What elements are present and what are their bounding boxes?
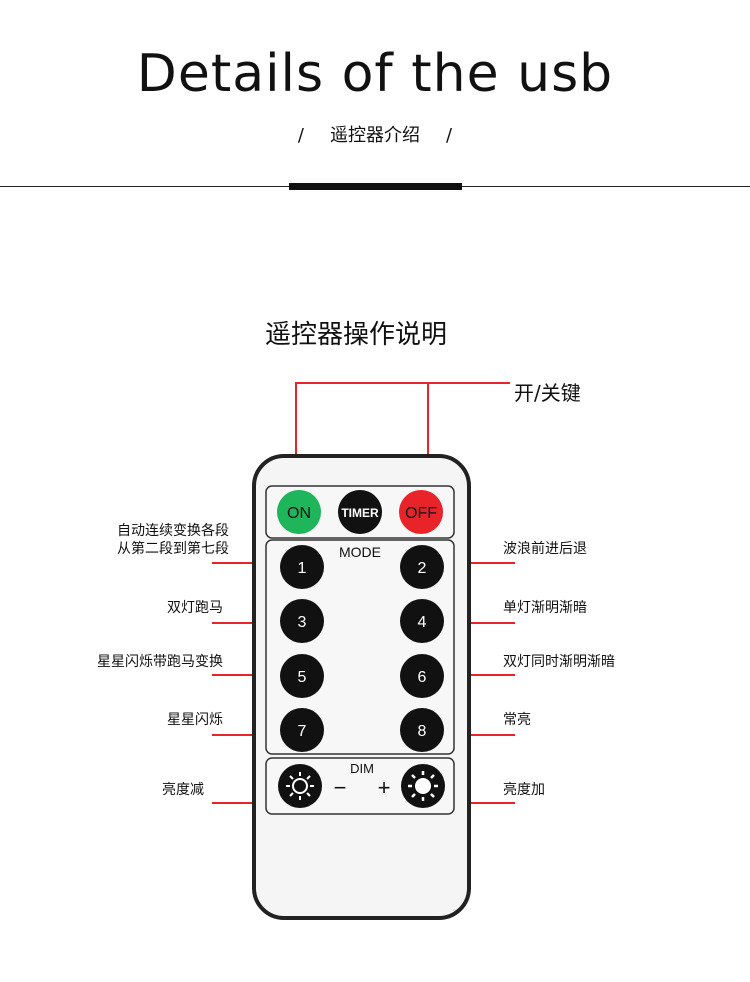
subtitle-slash-right: / bbox=[446, 125, 453, 146]
section-title: 遥控器操作说明 bbox=[264, 320, 447, 350]
svg-text:8: 8 bbox=[418, 723, 427, 740]
page-title: Details of the usb bbox=[136, 44, 614, 104]
label-mode-2: 波浪前进后退 bbox=[503, 541, 587, 557]
dim-minus-button bbox=[278, 764, 322, 808]
subtitle-text: 遥控器介绍 bbox=[330, 125, 420, 146]
page-subtitle: / 遥控器介绍 / bbox=[0, 121, 750, 147]
label-mode-7: 星星闪烁 bbox=[167, 712, 223, 728]
mode-button-2: 2 bbox=[400, 545, 444, 589]
sun-filled-icon bbox=[415, 778, 431, 794]
timer-button: TIMER bbox=[338, 490, 382, 534]
svg-text:1: 1 bbox=[298, 560, 307, 577]
mode-button-7: 7 bbox=[280, 708, 324, 752]
sun-rays-bright-icon bbox=[408, 771, 438, 801]
label-mode-6: 双灯同时渐明渐暗 bbox=[503, 654, 615, 670]
svg-text:7: 7 bbox=[298, 723, 307, 740]
label-dim-minus: 亮度减 bbox=[162, 782, 204, 798]
mode-button-1: 1 bbox=[280, 545, 324, 589]
sun-rays-icon bbox=[286, 772, 314, 800]
svg-text:5: 5 bbox=[298, 669, 307, 686]
on-button: ON bbox=[277, 490, 321, 534]
dim-plus-sign: + bbox=[378, 775, 391, 800]
label-mode-4: 单灯渐明渐暗 bbox=[503, 600, 587, 616]
dim-plus-button bbox=[401, 764, 445, 808]
svg-text:6: 6 bbox=[418, 669, 427, 686]
on-button-label: ON bbox=[287, 505, 311, 522]
subtitle-slash-left: / bbox=[297, 125, 304, 146]
svg-text:3: 3 bbox=[298, 614, 307, 631]
label-mode-5: 星星闪烁带跑马变换 bbox=[97, 654, 223, 670]
mode-button-5: 5 bbox=[280, 654, 324, 698]
sun-outline-icon bbox=[292, 778, 308, 794]
label-dim-plus: 亮度加 bbox=[503, 782, 545, 798]
mode-button-6: 6 bbox=[400, 654, 444, 698]
header-divider-accent bbox=[289, 183, 462, 190]
mode-panel bbox=[265, 539, 455, 755]
label-mode-1-line2: 从第二段到第七段 bbox=[117, 541, 229, 557]
mode-button-4: 4 bbox=[400, 599, 444, 643]
label-mode-1-line1: 自动连续变换各段 bbox=[117, 523, 229, 539]
off-button: OFF bbox=[399, 490, 443, 534]
off-button-label: OFF bbox=[405, 505, 437, 522]
power-key-label: 开/关键 bbox=[514, 381, 581, 405]
mode-button-8: 8 bbox=[400, 708, 444, 752]
label-mode-3: 双灯跑马 bbox=[167, 600, 223, 616]
dim-minus-sign: − bbox=[334, 775, 347, 800]
label-mode-8: 常亮 bbox=[503, 712, 531, 728]
dim-label: DIM bbox=[350, 761, 374, 776]
power-callout-line bbox=[295, 382, 510, 478]
timer-button-label: TIMER bbox=[341, 506, 379, 520]
label-mode-1: 自动连续变换各段 从第二段到第七段 bbox=[117, 522, 229, 558]
svg-text:2: 2 bbox=[418, 560, 427, 577]
mode-label: MODE bbox=[339, 544, 381, 560]
right-callouts bbox=[464, 562, 515, 804]
svg-text:4: 4 bbox=[418, 614, 427, 631]
mode-button-3: 3 bbox=[280, 599, 324, 643]
